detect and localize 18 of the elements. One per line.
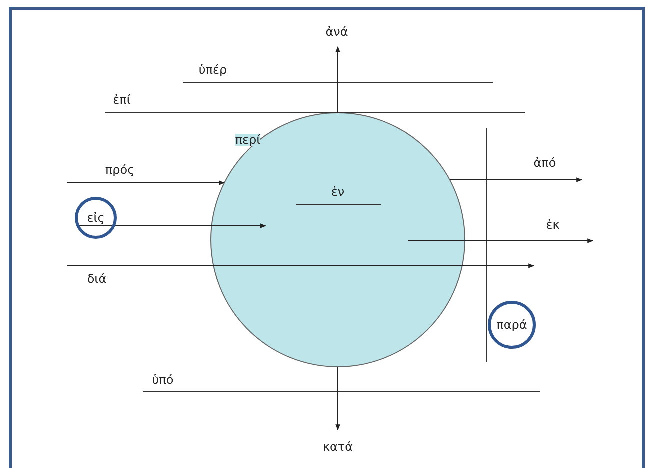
line-label: ὑπό [152, 374, 174, 386]
line-label: διά [87, 273, 107, 285]
arrow [66, 180, 226, 186]
line-label: ἐπί [113, 94, 131, 106]
node-label: περί [235, 134, 261, 146]
edge-label: ἀνά [326, 26, 348, 38]
arrow [336, 366, 340, 431]
arrow [449, 178, 583, 182]
line-label: ὑπέρ [198, 64, 228, 76]
arrow [408, 238, 594, 244]
edge-label: πρός [105, 164, 135, 176]
edge-label: κατά [322, 441, 354, 453]
edge-label: ἐκ [546, 219, 560, 231]
highlight-circle: παρά [488, 301, 536, 349]
arrow [336, 46, 340, 114]
highlight-circle: εἰς [75, 197, 117, 239]
edge-label: ἀπό [534, 157, 556, 169]
line-label: ἐν [331, 186, 345, 198]
